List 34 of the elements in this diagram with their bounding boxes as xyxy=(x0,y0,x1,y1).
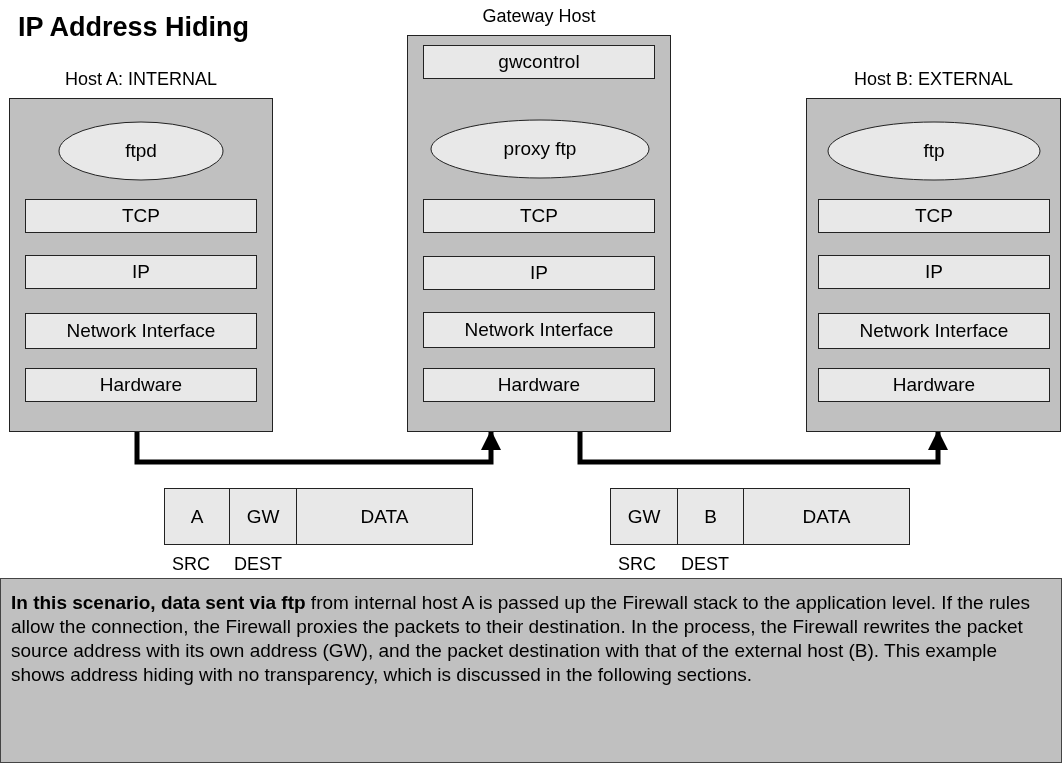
layer-box: IP xyxy=(423,256,655,290)
layer-box: Network Interface xyxy=(818,313,1050,349)
layer-box: Hardware xyxy=(25,368,257,402)
note-box xyxy=(0,578,1062,763)
layer-box: Hardware xyxy=(818,368,1050,402)
layer-box: TCP xyxy=(423,199,655,233)
layer-box: TCP xyxy=(818,199,1050,233)
packet-field: B xyxy=(677,488,744,545)
layer-box: Network Interface xyxy=(25,313,257,349)
connector-arrow xyxy=(577,430,948,465)
packet-field: GW xyxy=(229,488,297,545)
process-label: proxy ftp xyxy=(503,138,577,160)
layer-box: Network Interface xyxy=(423,312,655,348)
process-label: ftp xyxy=(923,140,945,162)
field-label: DEST xyxy=(681,554,729,575)
layer-box: gwcontrol xyxy=(423,45,655,79)
layer-box: TCP xyxy=(25,199,257,233)
note-text: In this scenario, data sent via ftp from internal host A is passed up the Firewall stack to the application level. If the rules allow the connection, the Firewall proxies the packets to their destination. In the process, the Firewall rewrites the packet source address with its own address (GW), and the packet destination with that of the external host (B). This example shows address hiding with no transparency, which is discussed in the following sections. xyxy=(11,591,1032,687)
field-label: SRC xyxy=(618,554,656,575)
connector-arrow xyxy=(134,430,501,465)
layer-box: IP xyxy=(818,255,1050,289)
title: IP Address Hiding xyxy=(18,12,250,43)
packet-field: DATA xyxy=(743,488,910,545)
layer-box: IP xyxy=(25,255,257,289)
packet-field: DATA xyxy=(296,488,473,545)
host-heading: Host B: EXTERNAL xyxy=(852,69,1014,90)
field-label: DEST xyxy=(234,554,282,575)
process-label: ftpd xyxy=(125,140,157,162)
layer-box: Hardware xyxy=(423,368,655,402)
packet-field: GW xyxy=(610,488,678,545)
host-heading: Host A: INTERNAL xyxy=(63,69,218,90)
field-label: SRC xyxy=(172,554,210,575)
host-heading: Gateway Host xyxy=(481,6,597,27)
packet-field: A xyxy=(164,488,230,545)
